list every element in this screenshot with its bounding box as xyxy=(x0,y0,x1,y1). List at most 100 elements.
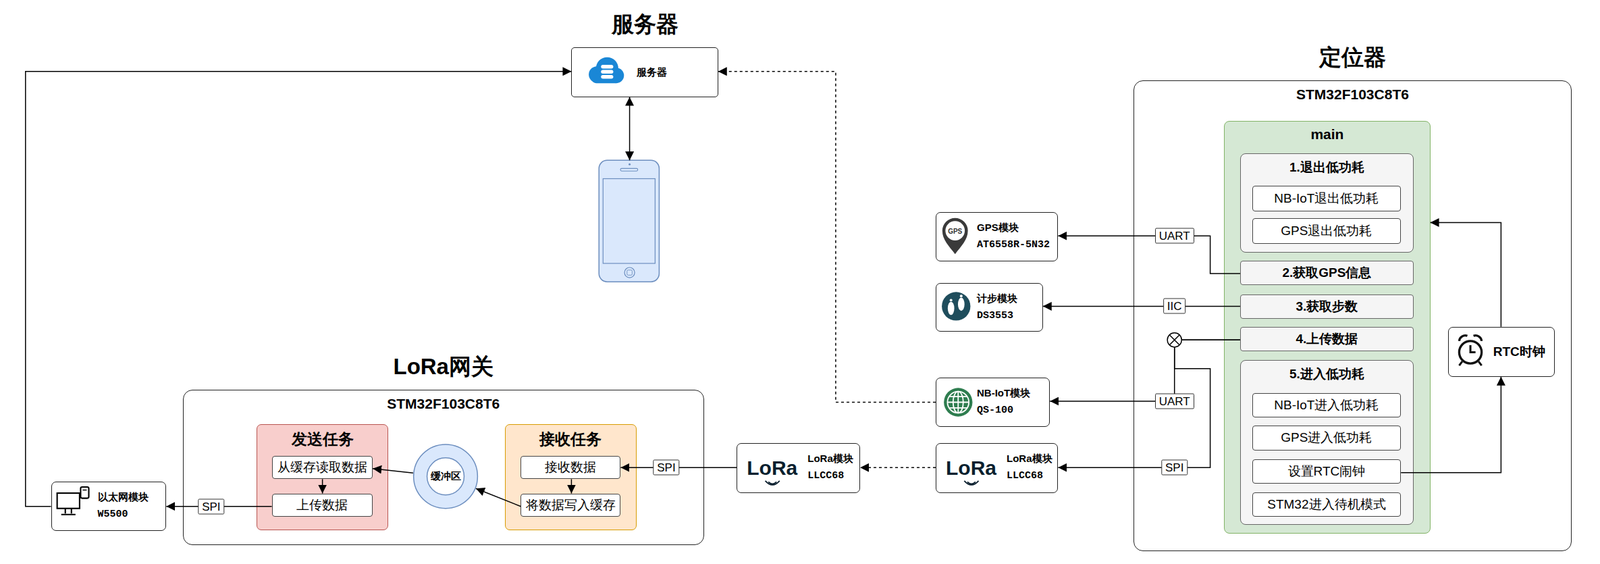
connector xyxy=(372,468,414,473)
rtc-box: RTC时钟 xyxy=(1448,326,1556,377)
step-box: 3.获取步数 xyxy=(1240,294,1414,319)
step-box: 2.获取GPS信息 xyxy=(1240,260,1414,285)
clock-hands xyxy=(1470,344,1476,353)
database-stripe xyxy=(600,74,613,79)
database-stripe xyxy=(600,64,613,69)
inner-box: STM32进入待机模式 xyxy=(1252,492,1402,517)
inner-box: 上传数据 xyxy=(272,493,374,518)
node-heading: 以太网模块 xyxy=(97,490,149,504)
bus-label: SPI xyxy=(1161,459,1188,476)
inner-box: 将数据写入缓存 xyxy=(520,493,621,518)
connector xyxy=(860,467,936,469)
node-heading: GPS退出低功耗 xyxy=(1280,222,1372,240)
node-heading: NB-IoT退出低功耗 xyxy=(1273,189,1379,208)
junction-cross xyxy=(1169,334,1180,345)
node-text: DS3553 xyxy=(976,309,1014,323)
toe xyxy=(949,298,953,302)
group-box: 5.进入低功耗 NB-IoT进入低功耗 GPS进入低功耗设置RTC闹钟 STM32进入… xyxy=(1240,359,1414,526)
tasko-box: 接收任务接收数据将数据写入缓存 xyxy=(504,423,637,530)
bus-label: SPI xyxy=(652,459,680,476)
lora-box: LoRa LoRa模块 LLCC68 xyxy=(935,442,1058,493)
node-text: AT6558R-5N32 xyxy=(976,238,1050,252)
connector xyxy=(1057,235,1241,274)
node-text: W5500 xyxy=(97,507,129,522)
globe-icon xyxy=(943,387,973,416)
buffer-ring-inner xyxy=(427,457,465,495)
node-text: LLCC68 xyxy=(1006,469,1044,483)
monitor-stand xyxy=(61,508,76,515)
node-heading: LoRa xyxy=(746,456,798,480)
node-heading: 从缓存读取数据 xyxy=(277,458,368,476)
footprint-disc xyxy=(941,291,971,320)
node-heading: 服务器 xyxy=(544,9,744,40)
node-heading: 计步模块 xyxy=(976,291,1018,306)
clock-face xyxy=(1458,340,1482,364)
foot xyxy=(947,301,955,316)
cloud-part xyxy=(592,73,621,84)
connector xyxy=(1049,339,1241,402)
connector xyxy=(1400,376,1501,473)
signal-arc xyxy=(964,480,979,485)
node-heading: STM32进入待机模式 xyxy=(1267,495,1386,514)
junction-symbol xyxy=(1167,332,1182,348)
cloud-part xyxy=(588,66,605,83)
node-heading: NB-IoT进入低功耗 xyxy=(1273,396,1379,414)
phone-icon xyxy=(598,160,659,282)
gps-pin-icon xyxy=(942,218,969,255)
taskr-box: 发送任务从缓存读取数据上传数据 xyxy=(256,423,389,530)
globe-line xyxy=(947,391,969,414)
alarm-clock-icon xyxy=(1458,335,1482,366)
node-heading: 接收任务 xyxy=(505,428,636,450)
node-text: 服务器 xyxy=(636,65,668,79)
junction-circle xyxy=(1167,332,1182,348)
node-text: STM32F103C8T6 xyxy=(1134,86,1571,103)
bus-label: UART xyxy=(1155,228,1195,244)
module-box: 计步模块 DS3553 xyxy=(935,282,1044,333)
node-heading: 定位器 xyxy=(1107,42,1598,73)
inner-box: 从缓存读取数据 xyxy=(272,455,374,480)
node-text: LoRa模块 xyxy=(1006,451,1053,466)
node-text: QS-100 xyxy=(976,403,1014,418)
node-heading: 3.获取步数 xyxy=(1295,297,1358,316)
node-heading: RTC时钟 xyxy=(1493,342,1546,361)
phone-speaker xyxy=(620,168,638,171)
globe-disc xyxy=(943,387,973,416)
node-heading: LoRa xyxy=(945,456,997,480)
outer-box: LoRa网关STM32F103C8T6发送任务从缓存读取数据上传数据缓冲区接收任… xyxy=(182,389,705,545)
clock-foot xyxy=(1458,361,1482,366)
database-stripe xyxy=(600,70,613,74)
lora-box: LoRa LoRa模块 LLCC68 xyxy=(736,442,861,493)
lora-signal-icon xyxy=(964,480,979,485)
pin-face xyxy=(945,220,965,241)
node-text: LLCC68 xyxy=(807,469,844,483)
bus-label: IIC xyxy=(1163,298,1187,314)
cloud-icon xyxy=(588,57,624,84)
module-box: GPS模块 AT6558R-5N32 xyxy=(935,211,1058,262)
buffer-ring-outer xyxy=(413,444,478,509)
phone-button xyxy=(624,267,635,278)
node-heading: 接收数据 xyxy=(544,458,597,476)
phone-camera xyxy=(628,163,631,166)
inner-box: NB-IoT退出低功耗 xyxy=(1252,185,1402,212)
inner-box: 设置RTC闹钟 xyxy=(1252,459,1402,484)
node-heading: 1.退出低功耗 xyxy=(1240,158,1413,177)
node-heading: 将数据写入缓存 xyxy=(525,496,616,514)
phone-link xyxy=(629,97,631,161)
lora-signal-icon xyxy=(765,480,780,485)
phone-screen xyxy=(602,178,655,264)
connector xyxy=(25,71,572,507)
node-heading: GPS模块 xyxy=(976,220,1019,235)
node-heading: GPS进入低功耗 xyxy=(1280,428,1372,447)
globe-line xyxy=(947,391,969,414)
node-heading: 5.进入低功耗 xyxy=(1240,365,1413,383)
phone-body xyxy=(598,160,659,282)
connector xyxy=(1043,305,1241,308)
foot xyxy=(957,297,965,312)
connector xyxy=(1057,339,1241,468)
node-text: LoRa模块 xyxy=(807,451,854,466)
node-heading: LoRa网关 xyxy=(156,351,731,383)
node-heading: 缓冲区 xyxy=(430,469,462,483)
step-box: 4.上传数据 xyxy=(1240,326,1414,352)
